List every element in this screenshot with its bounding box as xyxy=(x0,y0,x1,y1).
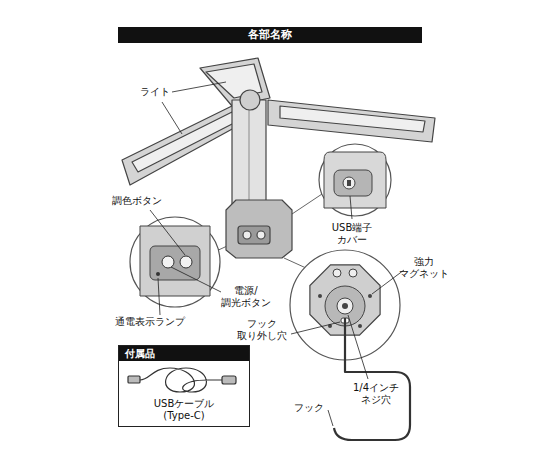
screw xyxy=(358,324,362,328)
button-panel xyxy=(150,246,200,280)
callout-link xyxy=(284,258,306,268)
part-label: 1/4インチ ネジ穴 xyxy=(353,382,399,406)
part-label: フック xyxy=(294,402,324,414)
leader-line xyxy=(162,102,182,134)
leader-line xyxy=(350,196,352,219)
screw xyxy=(318,294,322,298)
cable-plug xyxy=(128,376,140,383)
callout-links xyxy=(214,194,322,268)
screw xyxy=(368,294,372,298)
part-label: 調色ボタン xyxy=(112,195,162,207)
power-button xyxy=(162,256,174,268)
part-label: 電源/ 調光ボタン xyxy=(221,285,271,309)
part-label: ライト xyxy=(140,86,170,98)
picture-space xyxy=(119,361,249,397)
leader-line xyxy=(348,315,368,379)
callout-circle xyxy=(319,144,391,216)
leader-line xyxy=(291,322,340,334)
callout-link xyxy=(292,194,322,214)
box-heading: 付属品 xyxy=(119,346,249,361)
leader-line xyxy=(328,410,333,426)
cable-plug xyxy=(222,376,236,384)
button-callout xyxy=(130,217,220,307)
accessory-box: 付属品 USBケーブル (Type-C) xyxy=(118,345,250,427)
usb-symbol xyxy=(343,177,355,189)
title-bar: 各部名称 xyxy=(118,27,422,43)
callout-circle xyxy=(130,217,220,307)
button-symbol xyxy=(243,231,251,239)
screw-hole-center xyxy=(342,303,348,309)
color-button xyxy=(180,256,192,268)
usb-port xyxy=(347,180,351,186)
base-front xyxy=(140,226,210,296)
screw-hole xyxy=(337,298,353,314)
button-panel xyxy=(238,226,270,244)
leader-line xyxy=(171,267,221,292)
light-panel xyxy=(268,100,435,142)
usb-callout xyxy=(319,144,391,216)
bottom-callout xyxy=(290,250,410,440)
button-symbol xyxy=(333,269,341,277)
button-symbol xyxy=(257,231,265,239)
light-face xyxy=(280,106,425,132)
lamp-body xyxy=(324,152,386,208)
hook xyxy=(334,318,410,440)
leader-lines xyxy=(150,82,404,426)
part-label: 強力 マグネット xyxy=(399,256,449,280)
box-text: USBケーブル (Type-C) xyxy=(150,397,219,426)
usb-cover xyxy=(334,170,372,196)
leader-line xyxy=(172,82,226,92)
leader-line xyxy=(150,210,185,255)
lamp-hinge xyxy=(240,90,260,110)
light-panel xyxy=(122,103,245,185)
lamp-base xyxy=(226,200,292,258)
part-label: USB端子 カバー xyxy=(332,222,373,246)
pole-edge xyxy=(248,110,249,200)
power-lamp xyxy=(156,272,160,276)
part-label: 通電表示ランプ xyxy=(115,316,185,328)
light-face xyxy=(132,112,236,172)
usb-cable xyxy=(128,368,236,392)
lamp-pole xyxy=(232,100,266,206)
part-label: フック 取り外し穴 xyxy=(237,318,287,342)
cable-coil xyxy=(140,368,222,392)
button-symbol xyxy=(349,269,357,277)
leader-line xyxy=(158,278,160,315)
